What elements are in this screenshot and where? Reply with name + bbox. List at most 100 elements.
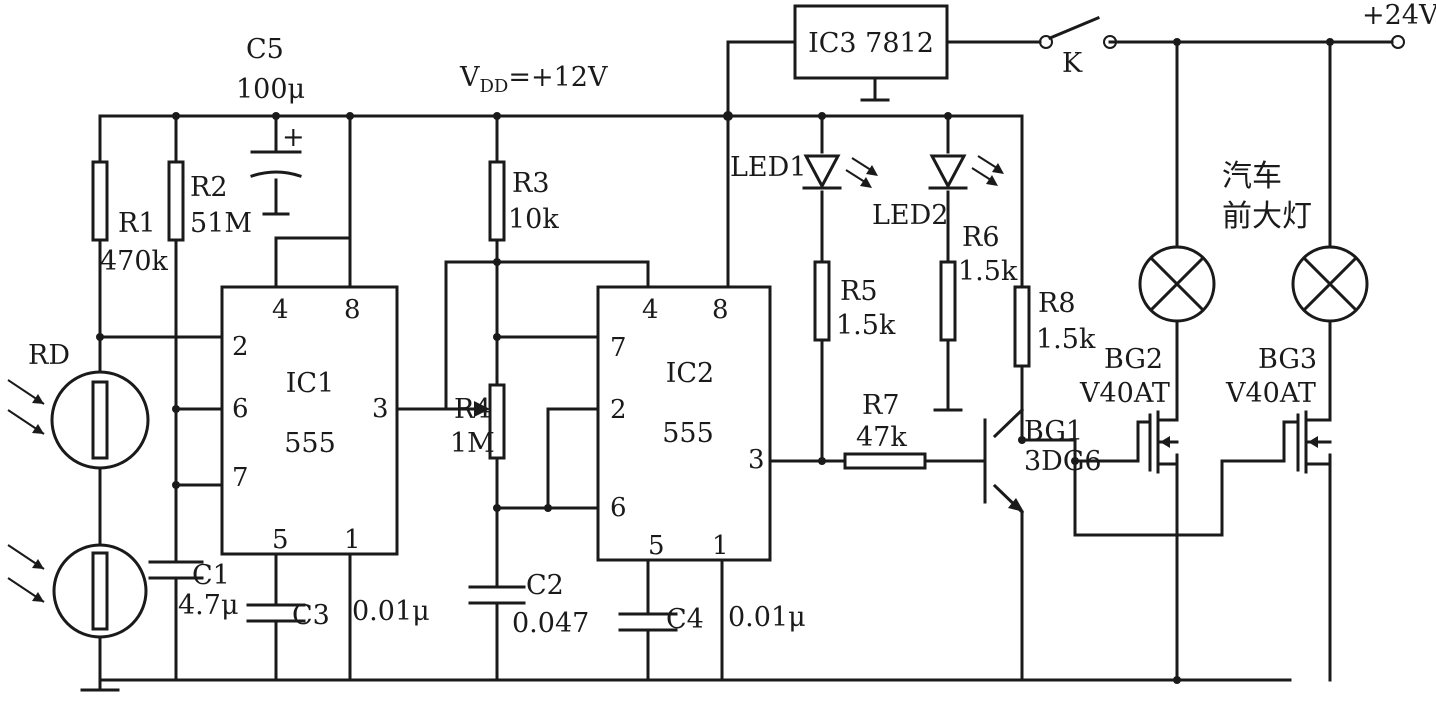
r6-name: R6 [962,222,1000,253]
c2-name: C2 [526,570,564,601]
bg1-name: BG1 [1024,416,1083,447]
junction [272,112,280,120]
capacitor-c3: C3 0.01μ [246,596,430,631]
junction [544,504,552,512]
r6-value: 1.5k [958,256,1018,287]
ic1-pin7: 7 [232,463,249,493]
r7-value: 47k [856,422,907,453]
ic2-pin4: 4 [642,295,659,325]
junction [1018,436,1026,444]
r3-value: 10k [508,204,559,235]
led1-name: LED1 [730,152,806,183]
load-line1: 汽车 [1222,159,1282,194]
resistor-r5: R5 1.5k [813,260,896,342]
led2: LED2 [872,154,1004,231]
junction [818,457,826,465]
ic2-pin7: 7 [610,333,627,363]
junction [96,333,104,341]
led2-name: LED2 [872,200,948,231]
load-line2: 前大灯 [1222,199,1312,234]
c5-value: 100μ [236,74,305,105]
resistor-r2: R2 51M [167,160,252,242]
vdd-sub: DD [480,76,509,97]
r7-name: R7 [862,390,900,421]
ic1-pin2: 2 [232,332,249,362]
r8-value: 1.5k [1036,324,1096,355]
r4-value: 1M [450,428,495,459]
switch-label: K [1062,48,1083,79]
r3-name: R3 [512,168,550,199]
resistor-r1: R1 470k [91,160,169,277]
c2-value: 0.047 [512,608,589,639]
c1-name: C1 [192,560,230,591]
capacitor-c4: C4 0.01μ [618,602,806,635]
rd-name: RD [28,340,70,371]
c5-name: C5 [246,34,284,65]
wires [80,40,1394,692]
junctions [96,38,1334,684]
ic1-pin3: 3 [372,394,389,424]
c3-name: C3 [292,600,330,631]
junction [493,112,501,120]
photoresistor-rd-lower [7,543,148,639]
junction [172,481,180,489]
c3-value: 0.01μ [352,596,430,627]
ic1-pin8: 8 [344,295,361,325]
r4-name: R4 [454,394,492,425]
r1-value: 470k [100,246,169,277]
junction [493,258,501,266]
bg2-name: BG2 [1104,344,1163,375]
junction [818,112,826,120]
junction [493,504,501,512]
ic2-pin8: 8 [712,295,729,325]
ic2-pin6: 6 [610,493,627,523]
c1-value: 4.7μ [178,590,239,621]
svg-text:VDD=+12V: VDD=+12V [459,62,608,97]
resistor-r7: R7 47k [843,390,927,470]
ic2-555: IC2 555 4 8 7 2 6 3 5 1 [596,285,772,562]
r5-value: 1.5k [836,310,896,341]
ic1-pin4: 4 [272,295,289,325]
capacitor-c1: C1 4.7μ [148,560,239,621]
ic2-pin2: 2 [610,395,627,425]
junction [346,112,354,120]
bg3-name: BG3 [1258,344,1317,375]
junction [493,333,501,341]
regulator-label: IC3 7812 [808,28,934,59]
resistor-r6: R6 1.5k [939,222,1018,342]
junction [172,112,180,120]
ic2-pin3: 3 [748,445,765,475]
mosfet-bg3: BG3 V40AT [1225,344,1332,474]
capacitor-c2: C2 0.047 [468,570,589,639]
r1-name: R1 [118,208,156,239]
switch-k[interactable]: K [1039,16,1117,79]
junction [944,112,952,120]
vdd-label: VDD=+12V [459,62,608,97]
ic1-pin1: 1 [344,525,361,555]
r8-name: R8 [1038,288,1076,319]
resistor-r3: R3 10k [488,160,559,242]
c5-polarity: + [282,122,305,153]
transistor-bg1: BG1 3DG6 [983,416,1102,512]
r2-value: 51M [190,208,252,239]
ic1-pin6: 6 [232,394,249,424]
ic2-type: 555 [662,418,714,449]
photoresistor-rd-upper: RD [7,340,150,470]
ic1-555: IC1 555 4 8 2 6 7 3 5 1 [220,285,399,556]
regulator-ic3: IC3 7812 [793,4,949,80]
r5-name: R5 [840,276,878,307]
junction [1173,676,1181,684]
mosfet-bg2: BG2 V40AT [1079,344,1179,474]
junction [1173,38,1181,46]
headlamp-right [1291,245,1369,323]
capacitor-c5: + C5 100μ [236,34,305,178]
junction [172,405,180,413]
vdd-value: =+12V [508,62,608,93]
c4-value: 0.01μ [728,602,806,633]
load-label: 汽车 前大灯 [1222,159,1312,234]
led1: LED1 [730,152,878,190]
ic1-name: IC1 [286,368,335,399]
potentiometer-r4: R4 1M [444,383,506,460]
junction [1071,457,1079,465]
resistor-r8: R8 1.5k [1013,285,1096,368]
